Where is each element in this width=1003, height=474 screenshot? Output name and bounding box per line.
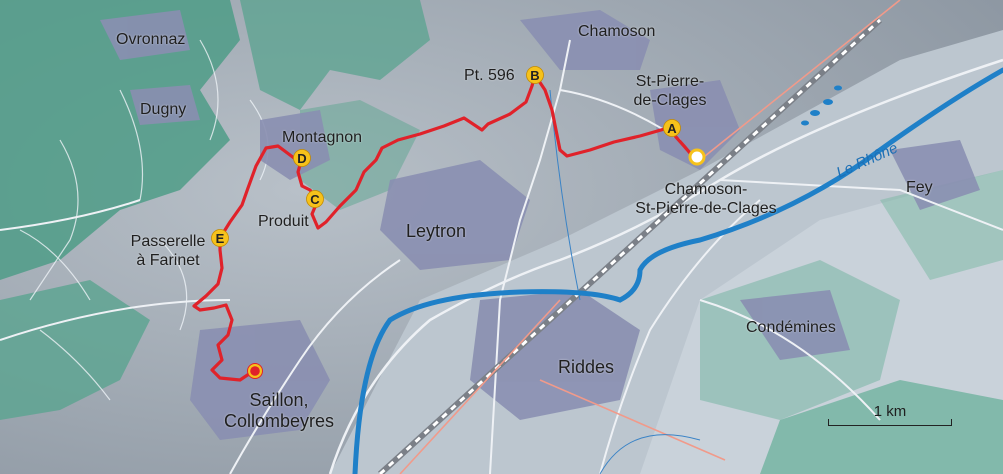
forest-north [240, 0, 430, 110]
forest-southwest [0, 280, 150, 420]
place-label-montagnon: Montagnon [282, 129, 363, 146]
place-label-chamoson: Chamoson [578, 23, 656, 40]
place-label-station: Chamoson- St-Pierre-de-Clages [620, 180, 792, 218]
place-label-produit: Produit [258, 213, 309, 230]
waypoint-b: B [526, 66, 544, 84]
scale-bar-label: 1 km [873, 403, 907, 420]
waypoint-d: D [293, 149, 311, 167]
place-label-saillon-line1: Saillon, [249, 390, 309, 410]
settlement-condemines [740, 290, 850, 360]
place-label-st-pierre-line2: de-Clages [633, 92, 707, 109]
place-label-station-line2: St-Pierre-de-Clages [635, 200, 777, 217]
stream-south [599, 434, 701, 474]
forest-fey [880, 170, 1003, 280]
waypoint-e: E [211, 229, 229, 247]
scale-bar-line [828, 419, 952, 426]
place-label-riddes: Riddes [558, 357, 615, 377]
cable-car-line [539, 379, 726, 461]
settlement-leytron [380, 160, 530, 270]
place-label-passerelle: Passerelle à Farinet [118, 232, 218, 270]
rhone-river [352, 67, 1003, 474]
railway [377, 17, 883, 474]
streams [19, 39, 269, 401]
place-label-st-pierre: St-Pierre- de-Clages [622, 72, 718, 110]
place-label-st-pierre-line1: St-Pierre- [635, 73, 705, 90]
place-label-leytron: Leytron [406, 221, 467, 241]
place-label-dugny: Dugny [140, 101, 187, 118]
place-label-ovronnaz: Ovronnaz [116, 31, 186, 48]
settlement-st-pierre [650, 80, 740, 170]
place-label-condemines: Condémines [746, 319, 836, 336]
settlement-dugny [130, 85, 200, 125]
waypoint-a: A [663, 119, 681, 137]
settlement-chamoson [520, 10, 650, 70]
place-label-fey: Fey [906, 179, 933, 196]
end-marker-icon [688, 148, 706, 166]
waypoint-e-label: E [216, 231, 225, 246]
place-label-passerelle-line2: à Farinet [136, 252, 200, 269]
power-line-north [699, 0, 901, 161]
settlement-riddes [470, 290, 640, 420]
place-label-saillon-line2: Collombeyres [223, 411, 335, 431]
scale-bar: 1 km [828, 403, 952, 426]
forest-west [0, 0, 240, 280]
place-label-passerelle-line1: Passerelle [130, 233, 206, 250]
place-label-saillon: Saillon, Collombeyres [214, 390, 344, 432]
settlement-montagnon [260, 110, 330, 180]
start-marker-icon [247, 363, 263, 379]
waypoint-a-label: A [667, 121, 677, 136]
power-line-south [399, 299, 561, 474]
waypoint-c-label: C [310, 192, 320, 207]
ponds [801, 85, 842, 126]
roads [0, 39, 1003, 474]
settlement-ovronnaz [100, 10, 190, 60]
settlement-saillon [190, 320, 330, 440]
waypoint-b-label: B [530, 68, 539, 83]
place-label-pt596: Pt. 596 [464, 67, 515, 84]
settlement-fey [890, 140, 980, 210]
waypoint-d-label: D [297, 151, 306, 166]
settlements [100, 10, 980, 440]
forest-southeast [760, 380, 1003, 474]
waypoint-c: C [306, 190, 324, 208]
place-label-station-line1: Chamoson- [664, 181, 748, 198]
